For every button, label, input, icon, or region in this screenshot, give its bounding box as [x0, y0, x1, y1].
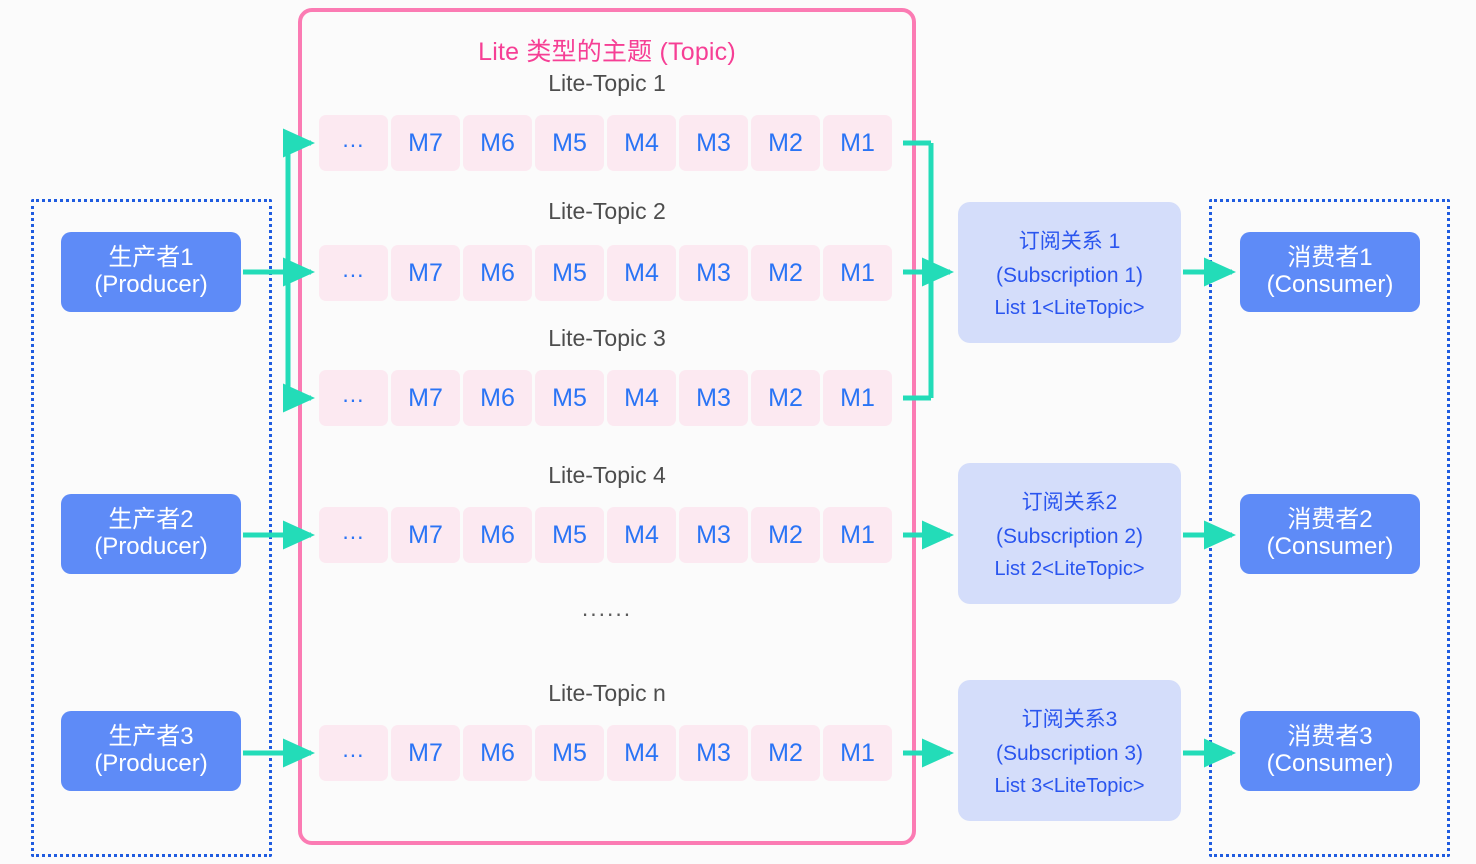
message-cell: ... — [319, 725, 388, 781]
consumer-name-en: (Consumer) — [1266, 750, 1394, 777]
message-cell: M6 — [463, 370, 532, 426]
message-cell: M4 — [607, 725, 676, 781]
message-cell: M1 — [823, 370, 892, 426]
message-cell: M5 — [535, 115, 604, 171]
producer-1-box[interactable]: 生产者1 (Producer) — [61, 232, 241, 312]
message-cell: ... — [319, 507, 388, 563]
message-cell: M7 — [391, 725, 460, 781]
message-cell: ... — [319, 245, 388, 301]
consumer-1-box[interactable]: 消费者1 (Consumer) — [1240, 232, 1420, 312]
subscription-name-en: (Subscription 3) — [995, 742, 1144, 765]
subscription-name-cn: 订阅关系2 — [1021, 491, 1118, 514]
message-cell: M1 — [823, 725, 892, 781]
subscription-list: List 3<LiteTopic> — [994, 775, 1145, 797]
topic-row-n: ... M7 M6 M5 M4 M3 M2 M1 — [319, 725, 892, 781]
producers-group-frame — [31, 199, 272, 857]
message-cell: M4 — [607, 370, 676, 426]
message-cell: ... — [319, 115, 388, 171]
message-cell: M6 — [463, 507, 532, 563]
message-cell: M7 — [391, 245, 460, 301]
subscription-name-cn: 订阅关系3 — [1021, 708, 1118, 731]
topic-label-1: Lite-Topic 1 — [548, 70, 666, 96]
subscription-list: List 1<LiteTopic> — [994, 297, 1145, 319]
producer-2-box[interactable]: 生产者2 (Producer) — [61, 494, 241, 574]
producer-3-box[interactable]: 生产者3 (Producer) — [61, 711, 241, 791]
topic-row-2: ... M7 M6 M5 M4 M3 M2 M1 — [319, 245, 892, 301]
topic-label-4: Lite-Topic 4 — [548, 462, 666, 488]
topic-container-title: Lite 类型的主题 (Topic) — [478, 38, 736, 66]
message-cell: M5 — [535, 370, 604, 426]
message-cell: M1 — [823, 507, 892, 563]
producer-name-en: (Producer) — [94, 533, 208, 560]
topic-label-n: Lite-Topic n — [548, 680, 666, 706]
message-cell: M7 — [391, 507, 460, 563]
lite-topic-container: Lite 类型的主题 (Topic) — [298, 8, 916, 845]
message-cell: M4 — [607, 115, 676, 171]
message-cell: M1 — [823, 115, 892, 171]
producer-name-en: (Producer) — [94, 271, 208, 298]
topic-row-3: ... M7 M6 M5 M4 M3 M2 M1 — [319, 370, 892, 426]
message-cell: M6 — [463, 115, 532, 171]
message-cell: M2 — [751, 370, 820, 426]
message-cell: M2 — [751, 245, 820, 301]
topic-label-2: Lite-Topic 2 — [548, 198, 666, 224]
message-cell: M3 — [679, 115, 748, 171]
consumer-2-box[interactable]: 消费者2 (Consumer) — [1240, 494, 1420, 574]
consumer-name-cn: 消费者3 — [1287, 723, 1373, 751]
message-cell: M2 — [751, 115, 820, 171]
message-cell: M2 — [751, 725, 820, 781]
message-cell: M7 — [391, 370, 460, 426]
message-cell: M6 — [463, 725, 532, 781]
consumer-name-en: (Consumer) — [1266, 533, 1394, 560]
producer-name-cn: 生产者2 — [108, 506, 194, 534]
message-cell: M6 — [463, 245, 532, 301]
subscription-2-box[interactable]: 订阅关系2 (Subscription 2) List 2<LiteTopic> — [958, 463, 1181, 604]
message-cell: M3 — [679, 245, 748, 301]
message-cell: M4 — [607, 507, 676, 563]
message-cell: ... — [319, 370, 388, 426]
producer-name-cn: 生产者1 — [108, 244, 194, 272]
consumer-name-cn: 消费者2 — [1287, 506, 1373, 534]
message-cell: M3 — [679, 725, 748, 781]
topic-row-1: ... M7 M6 M5 M4 M3 M2 M1 — [319, 115, 892, 171]
message-cell: M2 — [751, 507, 820, 563]
subscription-1-box[interactable]: 订阅关系 1 (Subscription 1) List 1<LiteTopic… — [958, 202, 1181, 343]
message-cell: M4 — [607, 245, 676, 301]
producer-name-cn: 生产者3 — [108, 723, 194, 751]
message-cell: M5 — [535, 725, 604, 781]
producer-name-en: (Producer) — [94, 750, 208, 777]
subscription-3-box[interactable]: 订阅关系3 (Subscription 3) List 3<LiteTopic> — [958, 680, 1181, 821]
subscription-name-en: (Subscription 2) — [995, 525, 1144, 548]
consumer-name-en: (Consumer) — [1266, 271, 1394, 298]
subscription-name-cn: 订阅关系 1 — [1018, 230, 1121, 253]
message-cell: M5 — [535, 245, 604, 301]
message-cell: M1 — [823, 245, 892, 301]
consumer-name-cn: 消费者1 — [1287, 244, 1373, 272]
topic-label-3: Lite-Topic 3 — [548, 325, 666, 351]
topic-row-4: ... M7 M6 M5 M4 M3 M2 M1 — [319, 507, 892, 563]
subscription-name-en: (Subscription 1) — [995, 264, 1144, 287]
consumer-3-box[interactable]: 消费者3 (Consumer) — [1240, 711, 1420, 791]
subscription-list: List 2<LiteTopic> — [994, 558, 1145, 580]
message-cell: M5 — [535, 507, 604, 563]
message-cell: M3 — [679, 507, 748, 563]
topics-ellipsis: ...... — [581, 595, 633, 621]
message-cell: M3 — [679, 370, 748, 426]
message-cell: M7 — [391, 115, 460, 171]
